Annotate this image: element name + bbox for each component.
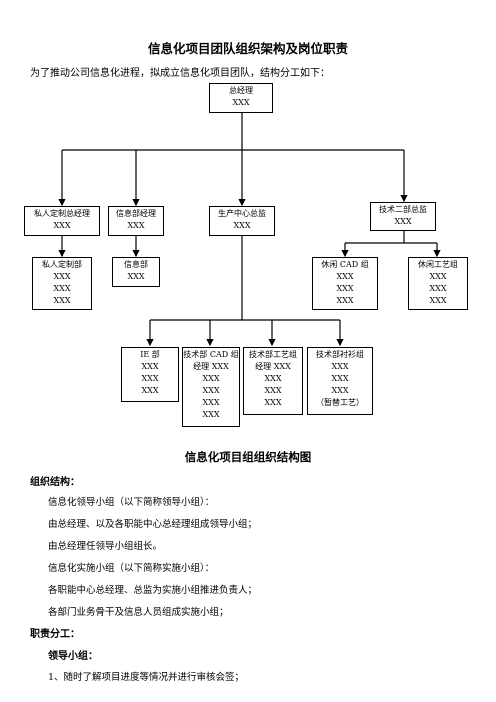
org-node-title: IE 部 <box>140 350 160 359</box>
org-node-line: XXX <box>264 386 282 395</box>
org-node-line: XXX <box>429 296 447 305</box>
intro-text: 为了推动公司信息化进程，拟成立信息化项目团队，结构分工如下： <box>30 68 330 79</box>
org-node-line: XXX <box>141 386 159 395</box>
org-node-title: 技术部衬衫组 <box>316 350 364 359</box>
org-node-private-dept: 私人定制部 XXX XXX XXX <box>32 257 92 310</box>
document-title: 信息化项目团队组织架构及岗位职责 <box>147 41 348 56</box>
org-node-line: XXX <box>232 98 250 107</box>
org-node-line: XXX <box>336 284 354 293</box>
section-heading-duties: 职责分工： <box>30 629 80 640</box>
org-node-line: XXX <box>429 272 447 281</box>
org-node-line: XXX <box>53 272 71 281</box>
org-node-tech-cad: 技术部 CAD 组 经理 XXX XXX XXX XXX XXX <box>182 347 240 427</box>
body-line: 信息化实施小组（以下简称实施小组）： <box>48 563 215 574</box>
org-node-line: XXX <box>331 374 349 383</box>
org-node-private-gm: 私人定制总经理 XXX <box>24 206 100 236</box>
subheading-leadership: 领导小组： <box>48 651 98 662</box>
org-node-title: 技术部工艺组 <box>249 350 297 359</box>
org-node-line: XXX <box>202 410 220 419</box>
body-line: 各职能中心总经理、总监为实施小组推进负责人； <box>48 585 258 596</box>
org-node-line: 经理 XXX <box>193 362 229 371</box>
org-node-title: 信息部经理 <box>116 209 156 218</box>
org-node-line: XXX <box>429 284 447 293</box>
body-line: 信息化领导小组（以下简称领导小组）： <box>48 497 215 508</box>
org-node-line: XXX <box>53 296 71 305</box>
section-heading-structure: 组织结构： <box>30 477 80 488</box>
org-node-line: XXX <box>202 374 220 383</box>
org-node-line: XXX <box>141 374 159 383</box>
org-node-line: XXX <box>53 221 71 230</box>
org-node-line: XXX <box>233 221 251 230</box>
org-node-title: 信息部 <box>124 260 148 269</box>
body-line: 由总经理任领导小组组长。 <box>48 541 163 552</box>
org-node-production-director: 生产中心总监 XXX <box>209 206 275 236</box>
org-node-title: 生产中心总监 <box>218 209 266 218</box>
org-node-line: XXX <box>264 398 282 407</box>
org-node-title: 休闲工艺组 <box>418 260 458 269</box>
org-node-line: XXX <box>336 296 354 305</box>
org-node-line: XXX <box>127 221 145 230</box>
org-node-line: XXX <box>53 284 71 293</box>
org-node-line: XXX <box>141 362 159 371</box>
org-node-title: 总经理 <box>229 86 253 95</box>
org-node-info-manager: 信息部经理 XXX <box>108 206 164 236</box>
org-node-gm: 总经理 XXX <box>209 83 273 113</box>
org-node-line: （暂替工艺） <box>316 398 364 407</box>
org-node-title: 私人定制部 <box>42 260 82 269</box>
org-node-line: XXX <box>331 386 349 395</box>
org-node-line: XXX <box>264 374 282 383</box>
org-node-info-dept: 信息部 XXX <box>112 257 160 287</box>
org-node-line: XXX <box>202 398 220 407</box>
org-node-line: XXX <box>394 217 412 226</box>
duty-item: 1、随时了解项目进度等情况并进行审核会签； <box>48 672 245 683</box>
body-line: 各部门业务骨干及信息人员组成实施小组； <box>48 607 229 618</box>
org-node-tech2-director: 技术二部总监 XXX <box>370 202 436 231</box>
chart-caption: 信息化项目组组织结构图 <box>184 450 312 464</box>
org-node-line: 经理 XXX <box>255 362 291 371</box>
org-node-line: XXX <box>127 272 145 281</box>
org-node-line: XXX <box>202 386 220 395</box>
org-node-ie: IE 部 XXX XXX XXX <box>121 347 179 402</box>
body-line: 由总经理、以及各职能中心总经理组成领导小组； <box>48 519 258 530</box>
org-node-title: 休闲 CAD 组 <box>321 260 369 269</box>
org-node-line: XXX <box>331 362 349 371</box>
org-node-title: 私人定制总经理 <box>34 209 90 218</box>
org-node-casual-cad: 休闲 CAD 组 XXX XXX XXX <box>312 257 378 310</box>
org-node-tech-craft: 技术部工艺组 经理 XXX XXX XXX XXX <box>243 347 303 415</box>
org-node-casual-craft: 休闲工艺组 XXX XXX XXX <box>408 257 468 310</box>
org-node-title: 技术部 CAD 组 <box>183 350 239 359</box>
org-node-title: 技术二部总监 <box>379 205 427 214</box>
org-node-tech-shirt: 技术部衬衫组 XXX XXX XXX （暂替工艺） <box>307 347 373 415</box>
org-node-line: XXX <box>336 272 354 281</box>
